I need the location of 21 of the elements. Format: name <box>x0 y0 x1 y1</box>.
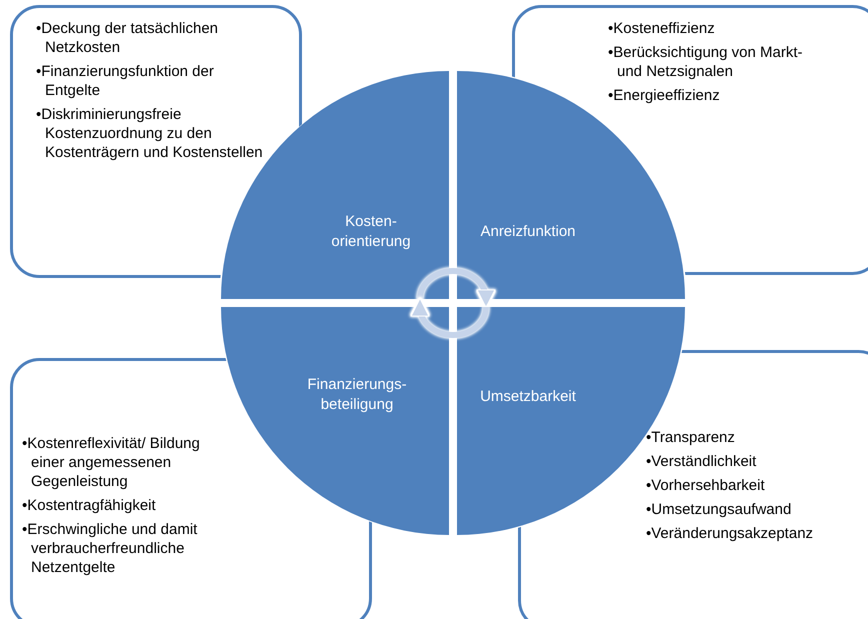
segment-label: Finanzierungs- beteiligung <box>306 375 408 415</box>
curved-arrow <box>410 296 489 338</box>
text-box <box>10 5 302 278</box>
bullet-item: •Berücksichtigung von Markt- und Netzsignalen <box>608 43 804 81</box>
bullet-item: •Energieeffizienz <box>608 86 721 105</box>
bullet-item: •Transparenz <box>646 428 736 447</box>
quarter-circle-segment <box>221 307 449 535</box>
bullet-item: •Kostenreflexivität/ Bildung einer angemessenen Gegenleistung <box>22 434 201 491</box>
bullet-item: •Vorhersehbarkeit <box>646 476 766 495</box>
bullet-item: •Diskriminierungsfreie Kostenzuordnung zu den Kostenträgern und Kostenstellen <box>36 105 264 162</box>
bullet-item: •Erschwingliche und damit verbraucherfreundliche Netzentgelte <box>22 520 198 577</box>
segment-label: Anreizfunktion <box>479 222 577 242</box>
bullet-item: •Kosteneffizienz <box>608 19 716 38</box>
bullet-item: •Verständlichkeit <box>646 452 758 471</box>
segment-label: Umsetzbarkeit <box>479 387 577 407</box>
bullet-item: •Veränderungsakzeptanz <box>646 524 814 543</box>
bullet-item: •Kostentragfähigkeit <box>22 496 157 515</box>
segment-label: Kosten- orientierung <box>330 212 412 252</box>
bullet-item: •Deckung der tatsächlichen Netzkosten <box>36 19 220 57</box>
bullet-item: •Finanzierungsfunktion der Entgelte <box>36 62 215 100</box>
bullet-item: •Umsetzungsaufwand <box>646 500 792 519</box>
